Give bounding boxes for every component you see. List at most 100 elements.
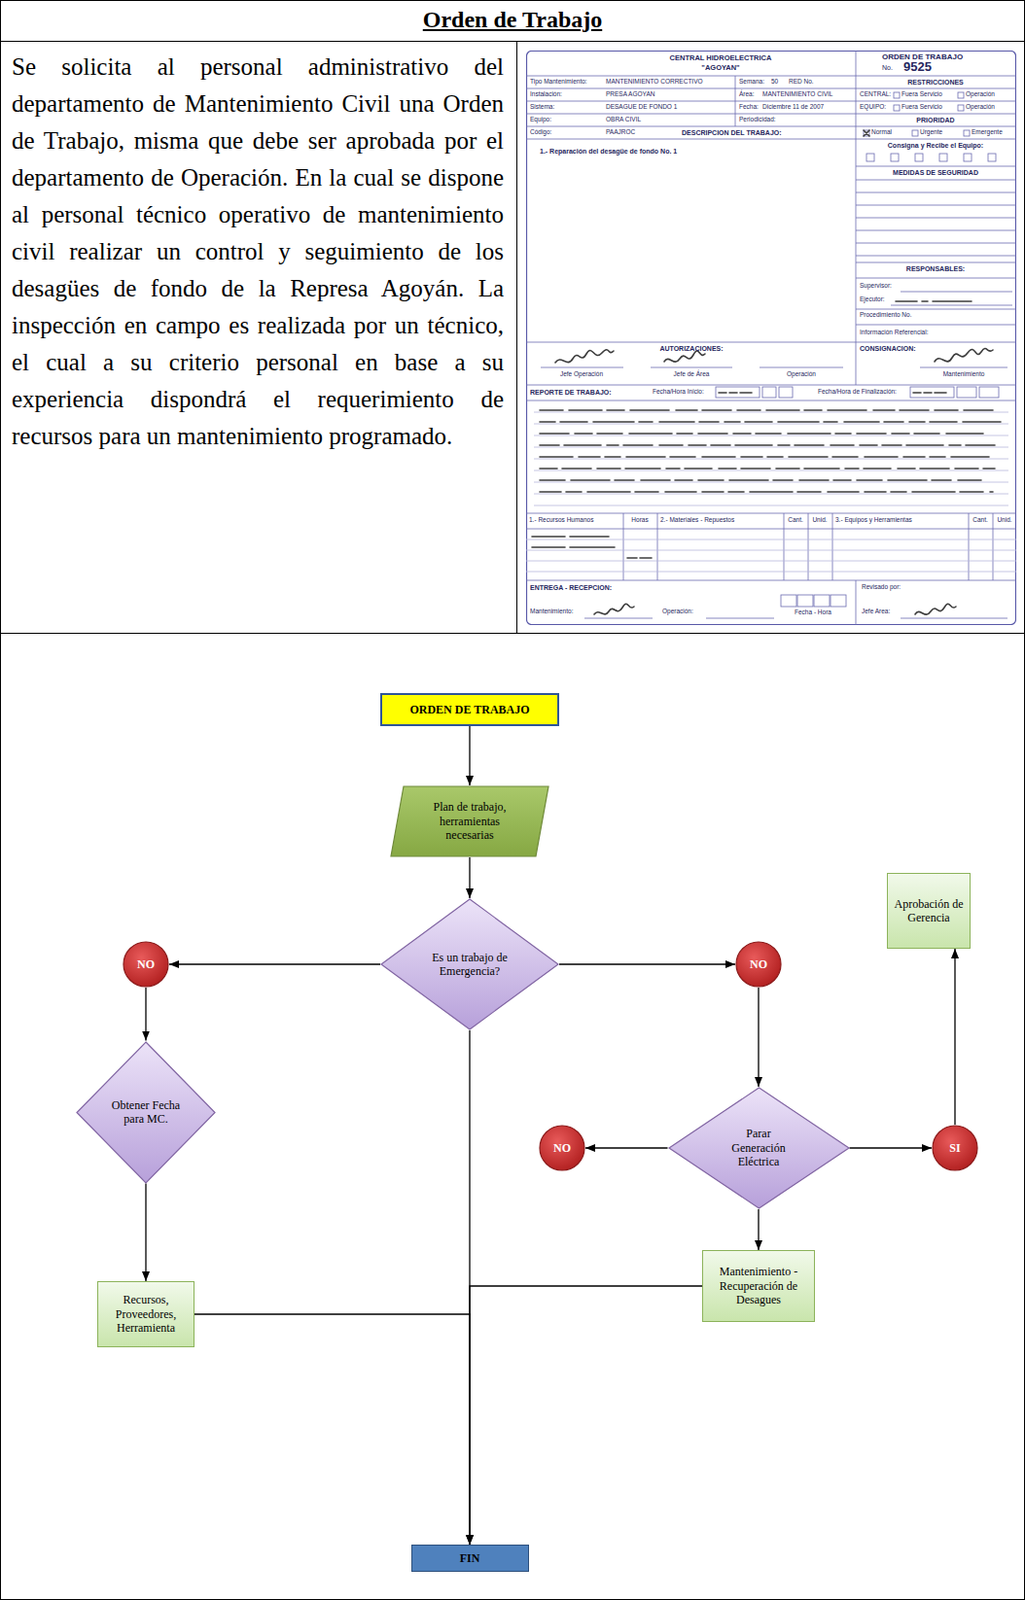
form-field-label: Fecha: (739, 104, 759, 111)
node-text: NO (749, 957, 768, 972)
form-field-label: PAAJROC (605, 129, 636, 137)
start-box: ORDEN DE TRABAJO (380, 693, 560, 727)
flow-arrow (468, 857, 470, 899)
form-field-label: Horas (631, 517, 648, 525)
form-field-label: Operación (965, 104, 995, 111)
process-box: Recursos, Proveedores, Herramienta (97, 1281, 195, 1348)
form-field-label: Fecha/Hora de Finalización: (817, 388, 897, 396)
form-lines (526, 50, 1017, 626)
node-text: Es un trabajo de Emergencia? (430, 951, 509, 980)
page-title: Orden de Trabajo (0, 6, 1025, 34)
flow-arrow (559, 963, 736, 965)
form-field-label: Jefe de Área (673, 371, 710, 379)
end-box: FIN (411, 1545, 530, 1573)
form-field-label: Periodicidad: (739, 116, 777, 124)
process-box: Mantenimiento - Recuperación de Desagues (702, 1250, 815, 1323)
form-field-label: No. (882, 64, 893, 71)
node-text: Plan de trabajo, herramientas necesarias (421, 800, 519, 843)
form-field-label: Mantenimiento: (530, 608, 573, 616)
flow-arrow (585, 1147, 669, 1149)
form-field-label: 9525 (903, 60, 932, 73)
flow-arrow (757, 1209, 759, 1251)
flow-arrow (954, 949, 955, 1126)
io-parallelogram: Plan de trabajo, herramientas necesarias (389, 785, 550, 858)
form-field-label: PRIORIDAD (916, 116, 955, 124)
decision-diamond: Obtener Fecha para MC. (75, 1041, 216, 1185)
form-field-label: Mantenimiento (943, 371, 986, 379)
form-field-label: Operación: (662, 608, 694, 616)
form-field-label: EQUIPO: (859, 104, 886, 111)
form-field-label: Área: (739, 91, 755, 99)
form-field-label: RED No. (788, 78, 814, 86)
form-field-label: AUTORIZACIONES: (659, 345, 723, 353)
form-field-label: 1.- Recursos Humanos (529, 517, 594, 525)
form-field-label: MEDIDAS DE SEGURIDAD (892, 169, 979, 177)
form-field-label: Semana: (739, 78, 765, 86)
flow-arrow (169, 963, 381, 965)
form-field-label: ENTREGA - RECEPCION: (530, 584, 612, 592)
work-order-form: CENTRAL HIDROELECTRICA"AGOYAN"ORDEN DE T… (526, 50, 1017, 626)
form-field-label: Ejecutor: (859, 296, 885, 304)
flow-arrow (468, 1030, 470, 1546)
form-field-label: Operación (786, 371, 816, 379)
node-text: Recursos, Proveedores, Herramienta (105, 1293, 187, 1336)
form-field-label: Jefe Operación (560, 371, 603, 379)
form-field-label: Operación (965, 91, 995, 99)
answer-circle: NO (538, 1125, 586, 1172)
node-text: Mantenimiento - Recuperación de Desagues (709, 1265, 808, 1308)
form-field-label: DESAGUE DE FONDO 1 (605, 104, 677, 111)
intro-paragraph: Se solicita al personal administrativo d… (11, 48, 504, 456)
form-field-label: 3.- Equipos y Herramientas (835, 517, 913, 525)
form-field-label: Supervisor: (859, 282, 892, 290)
flow-arrow (849, 1147, 933, 1149)
form-field-label: Unid. (812, 517, 827, 525)
form-field-label: Revisado por: (861, 584, 901, 592)
node-text: Parar Generación Eléctrica (723, 1127, 794, 1169)
answer-circle: NO (735, 941, 782, 989)
form-field-label: RESPONSABLES: (906, 265, 965, 273)
decision-diamond: Es un trabajo de Emergencia? (380, 898, 560, 1031)
form-field-label: Fecha/Hora Inicio: (652, 388, 705, 396)
form-field-label: Procedimiento No. (859, 312, 912, 319)
form-field-label: Unid. (996, 517, 1012, 525)
flow-arrow (144, 1184, 146, 1283)
form-field-label: Fecha - Hora (794, 609, 832, 617)
answer-circle: NO (122, 941, 170, 989)
form-field-label: "AGOYAN" (701, 64, 740, 72)
process-box: Aprobación de Gerencia (886, 873, 971, 950)
form-field-label: Normal (871, 129, 892, 137)
answer-circle: SI (931, 1125, 979, 1172)
node-text: Aprobación de Gerencia (892, 897, 965, 926)
form-field-label: REPORTE DE TRABAJO: (530, 388, 612, 396)
form-field-label: Información Referencial: (859, 329, 928, 337)
form-field-label: Instalación: (530, 91, 563, 99)
form-field-label: Fuera Servicio (901, 91, 943, 99)
node-text: FIN (459, 1552, 481, 1566)
form-field-label: 2.- Materiales - Repuestos (660, 517, 735, 525)
form-field-label: CENTRAL: (859, 91, 891, 99)
form-field-label: Sistema: (530, 104, 555, 111)
form-field-label: 50 (771, 78, 778, 86)
node-text: SI (949, 1141, 960, 1156)
form-field-label: Diciembre 11 de 2007 (762, 104, 824, 111)
form-field-label: MANTENIMIENTO CIVIL (762, 91, 833, 99)
form-field-label: Cant. (787, 517, 804, 525)
form-field-label: DESCRIPCION DEL TRABAJO: (681, 129, 782, 137)
form-field-label: Tipo Mantenimiento: (530, 78, 588, 86)
form-field-label: CENTRAL HIDROELECTRICA (670, 54, 773, 63)
form-field-label: RESTRICCIONES (907, 78, 964, 86)
form-field-label: Código: (530, 129, 552, 137)
decision-diamond: Parar Generación Eléctrica (668, 1087, 850, 1210)
node-text: Obtener Fecha para MC. (110, 1098, 181, 1128)
form-field-label: PRESA AGOYAN (605, 91, 655, 99)
form-field-label: OBRA CIVIL (605, 116, 641, 124)
form-field-label: Equipo: (530, 116, 552, 124)
form-field-label: Urgente (919, 129, 943, 137)
flow-arrow (194, 1314, 470, 1546)
form-field-label: Jefe Area: (861, 608, 890, 616)
form-field-label: Fuera Servicio (901, 104, 943, 111)
flow-arrow (144, 988, 146, 1042)
form-field-label: MANTENIMIENTO CORRECTIVO (605, 78, 704, 86)
form-field-label: Cant. (972, 517, 989, 525)
flow-arrow (469, 1286, 703, 1546)
